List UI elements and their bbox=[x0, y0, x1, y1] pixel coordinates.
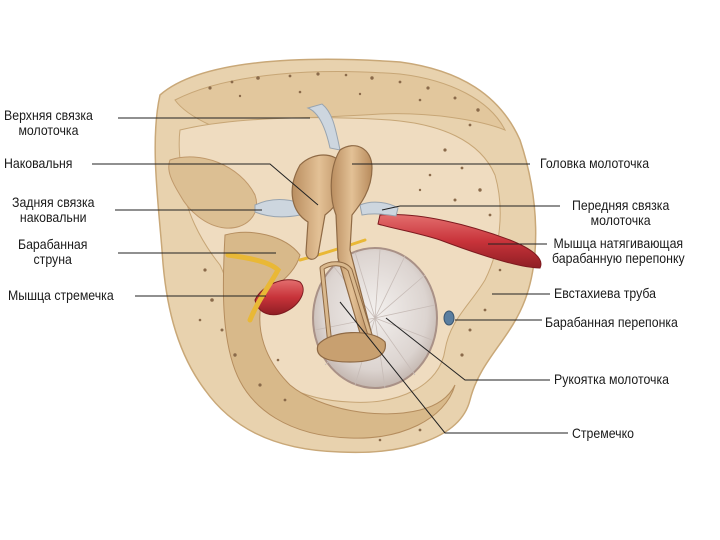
label-incus: Наковальня bbox=[4, 155, 73, 171]
label-tympanic-membrane: Барабанная перепонка bbox=[545, 314, 678, 330]
label-malleus-handle: Рукоятка молоточка bbox=[554, 371, 669, 387]
label-stapes: Стремечко bbox=[572, 425, 634, 441]
label-stapedius-muscle: Мышца стремечка bbox=[8, 287, 114, 303]
label-anterior-malleus-ligament: Передняя связка молоточка bbox=[572, 197, 670, 228]
chorda-tympani-nerve bbox=[225, 252, 282, 323]
label-eustachian-tube: Евстахиева труба bbox=[554, 285, 656, 301]
label-superior-malleus-ligament: Верхняя связка молоточка bbox=[4, 107, 93, 138]
label-malleus-head: Головка молоточка bbox=[540, 155, 650, 171]
label-chorda-tympani: Барабанная струна bbox=[18, 236, 88, 267]
eustachian-tube-opening bbox=[443, 310, 455, 326]
label-posterior-incus-ligament: Задняя связка наковальни bbox=[12, 194, 95, 225]
label-tensor-tympani: Мышца натягивающая барабанную перепонку bbox=[552, 235, 685, 266]
tensor-tympani-muscle bbox=[377, 214, 542, 269]
